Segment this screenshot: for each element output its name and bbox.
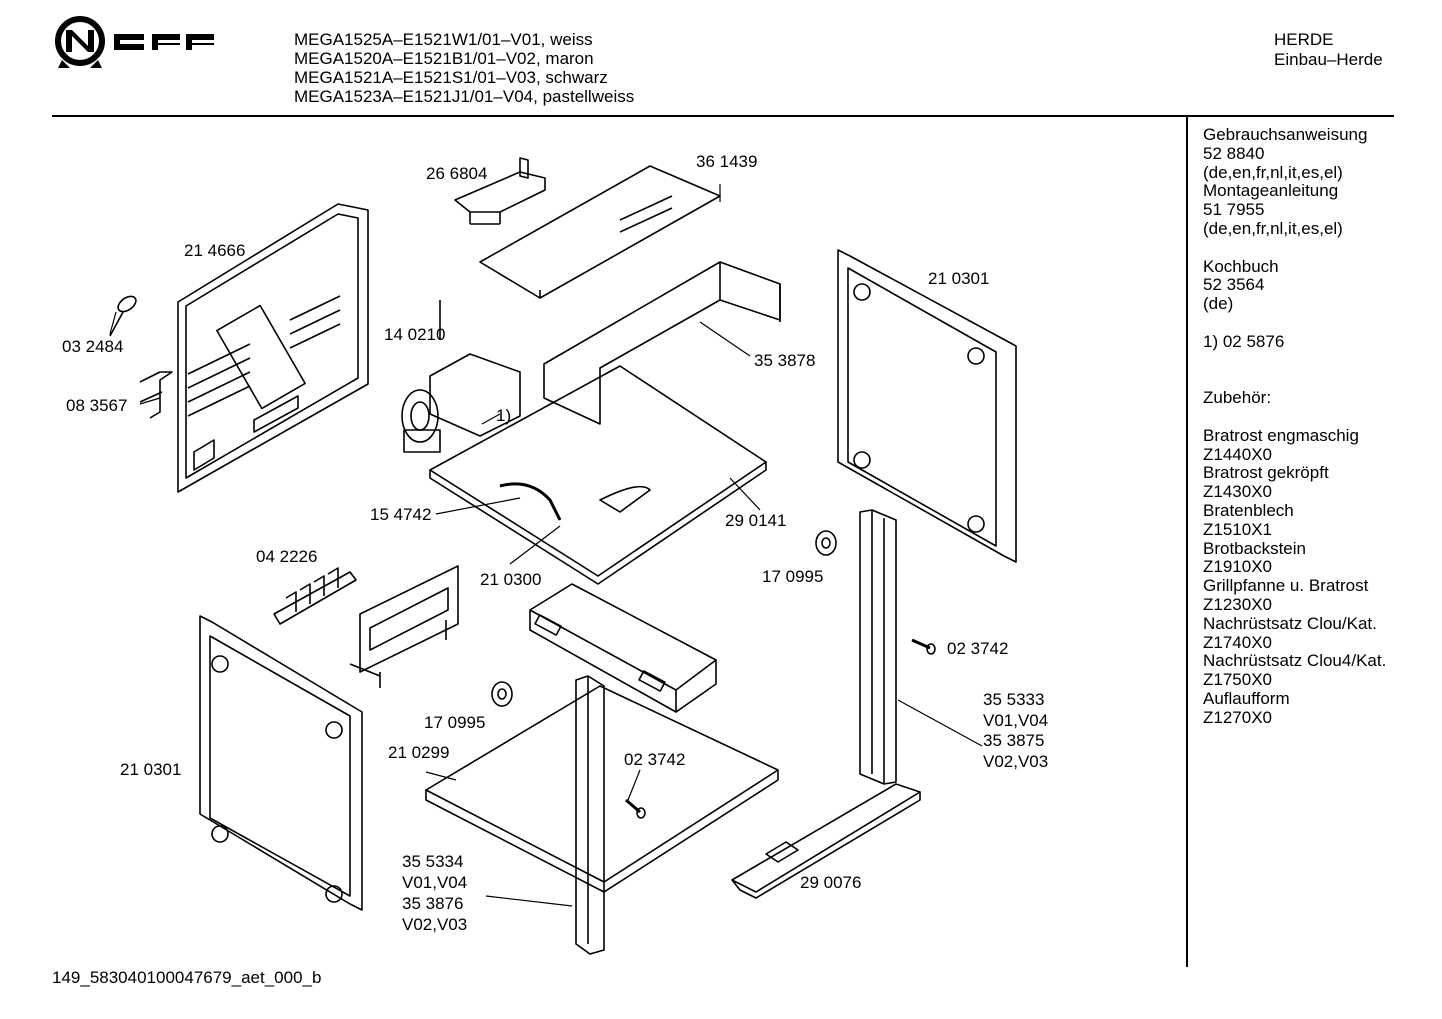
sidebar-line: Montageanleitung bbox=[1203, 181, 1339, 201]
part-label: 08 3567 bbox=[66, 396, 128, 415]
part-label: 15 4742 bbox=[370, 505, 432, 524]
part-fan-motor-140210 bbox=[401, 300, 521, 453]
part-label: 14 0210 bbox=[384, 325, 446, 344]
part-screw-023742-right bbox=[911, 638, 936, 655]
part-label-line: V02,V03 bbox=[983, 751, 1049, 771]
document-code: 149_583040100047679_aet_000_b bbox=[52, 968, 322, 987]
part-label-line: 35 3875 bbox=[983, 731, 1045, 750]
part-label: 04 2226 bbox=[256, 547, 318, 566]
sidebar-line: Auflaufform bbox=[1203, 688, 1290, 708]
neff-logo-mark bbox=[55, 16, 214, 68]
part-screw-023742-left bbox=[625, 798, 646, 819]
leader-lines bbox=[109, 184, 983, 907]
part-side-panel-right-210301 bbox=[837, 249, 1017, 563]
part-label: 21 0301 bbox=[928, 269, 990, 288]
part-label: 21 0299 bbox=[388, 743, 450, 762]
sidebar-line: Nachrüstsatz Clou/Kat. bbox=[1203, 613, 1377, 633]
part-trim-290076 bbox=[731, 783, 921, 899]
sidebar-line: Gebrauchsanweisung bbox=[1203, 125, 1368, 144]
sidebar-line: 52 8840 bbox=[1203, 143, 1265, 163]
part-housing-210300 bbox=[529, 583, 717, 713]
part-label: 35 3878 bbox=[754, 351, 816, 370]
sidebar-line bbox=[1203, 370, 1435, 389]
part-clip-032484 bbox=[109, 295, 137, 337]
category-line: Einbau–Herde bbox=[1274, 50, 1383, 69]
sidebar-line: 51 7955 bbox=[1203, 200, 1265, 220]
sidebar-line: Bratrost gekröpft bbox=[1203, 463, 1329, 483]
sidebar-line: Z1440X0 bbox=[1203, 444, 1272, 464]
sidebar-line: 1) 02 5876 bbox=[1203, 331, 1285, 351]
sidebar-line: Z1270X0 bbox=[1203, 707, 1272, 727]
part-frame-bracket bbox=[349, 565, 459, 688]
neff-logo bbox=[52, 16, 222, 83]
model-line: MEGA1520A–E1521B1/01–V02, maron bbox=[294, 49, 594, 68]
category-block: HERDE Einbau–Herde bbox=[1274, 30, 1383, 70]
sidebar-line: Z1910X0 bbox=[1203, 557, 1272, 577]
sidebar-line: 52 3564 bbox=[1203, 275, 1265, 295]
sidebar-line: (de,en,fr,nl,it,es,el) bbox=[1203, 162, 1343, 182]
part-label-line: 35 5333 bbox=[983, 690, 1045, 709]
part-terminal-strip-042226 bbox=[273, 567, 357, 625]
sidebar-line: Nachrüstsatz Clou4/Kat. bbox=[1203, 651, 1387, 671]
part-rail-355333 bbox=[859, 509, 897, 785]
part-label: 03 2484 bbox=[62, 337, 124, 356]
part-bracket-266804 bbox=[454, 157, 546, 225]
part-label: 21 4666 bbox=[184, 241, 246, 260]
part-front-panel-214666 bbox=[177, 203, 369, 493]
model-line: MEGA1523A–E1521J1/01–V04, pastellweiss bbox=[294, 87, 635, 106]
sidebar-line: (de,en,fr,nl,it,es,el) bbox=[1203, 218, 1343, 238]
sidebar-line: Kochbuch bbox=[1203, 256, 1279, 276]
part-label: 29 0076 bbox=[800, 873, 862, 892]
part-panel-361439 bbox=[479, 165, 721, 299]
sidebar-line: Bratrost engmaschig bbox=[1203, 425, 1359, 445]
part-wall-353878 bbox=[543, 261, 781, 425]
sidebar-divider bbox=[1186, 117, 1188, 967]
header-divider bbox=[52, 115, 1394, 117]
part-knob-170995-right bbox=[815, 530, 837, 556]
model-list: MEGA1525A–E1521W1/01–V01, weiss MEGA1520… bbox=[294, 30, 634, 106]
part-label: 1) bbox=[496, 406, 512, 425]
part-label-line: V02,V03 bbox=[402, 915, 468, 934]
sidebar-line: (de) bbox=[1203, 294, 1234, 314]
part-label: 21 0301 bbox=[120, 760, 182, 779]
sidebar-line: Zubehör: bbox=[1203, 388, 1272, 408]
model-line: MEGA1521A–E1521S1/01–V03, schwarz bbox=[294, 68, 608, 87]
sidebar-line: Bratenblech bbox=[1203, 500, 1294, 520]
category-line: HERDE bbox=[1274, 30, 1334, 49]
sidebar-line: Z1430X0 bbox=[1203, 482, 1272, 502]
exploded-view-drawing bbox=[109, 157, 1017, 955]
sidebar-line bbox=[1203, 352, 1435, 371]
part-label: 29 0141 bbox=[725, 511, 787, 530]
part-label-355334: 35 5334 V01,V04 35 3876 V02,V03 bbox=[402, 851, 467, 935]
part-label-line: 35 3876 bbox=[402, 894, 464, 913]
sidebar-line: Z1740X0 bbox=[1203, 632, 1272, 652]
part-label: 36 1439 bbox=[696, 152, 758, 171]
part-label: 26 6804 bbox=[426, 164, 488, 183]
part-label-line: V01,V04 bbox=[402, 873, 468, 892]
sidebar-line: Z1750X0 bbox=[1203, 670, 1272, 690]
part-label-355333: 35 5333 V01,V04 35 3875 V02,V03 bbox=[983, 690, 1048, 772]
part-label-line: V01,V04 bbox=[983, 710, 1049, 730]
sidebar-line: Z1230X0 bbox=[1203, 594, 1272, 614]
part-label: 02 3742 bbox=[624, 750, 686, 769]
sidebar-line bbox=[1203, 408, 1435, 427]
sidebar-line: Z1510X1 bbox=[1203, 519, 1272, 539]
part-label-line: 35 5334 bbox=[402, 852, 464, 871]
sidebar-line: Brotbackstein bbox=[1203, 538, 1306, 558]
part-side-panel-left-210301 bbox=[199, 615, 363, 911]
model-line: MEGA1525A–E1521W1/01–V01, weiss bbox=[294, 30, 593, 49]
part-knob-170995-left bbox=[491, 681, 513, 707]
part-rail-355334 bbox=[575, 675, 605, 955]
sidebar-line: Grillpfanne u. Bratrost bbox=[1203, 576, 1369, 596]
sidebar-line bbox=[1203, 239, 1435, 258]
part-label: 21 0300 bbox=[480, 570, 542, 589]
part-label: 02 3742 bbox=[947, 639, 1009, 658]
part-label: 17 0995 bbox=[424, 713, 486, 732]
part-label: 17 0995 bbox=[762, 567, 824, 586]
part-base-plate-290141 bbox=[429, 365, 767, 585]
part-clip-083567 bbox=[139, 371, 173, 419]
sidebar-line bbox=[1203, 314, 1435, 333]
